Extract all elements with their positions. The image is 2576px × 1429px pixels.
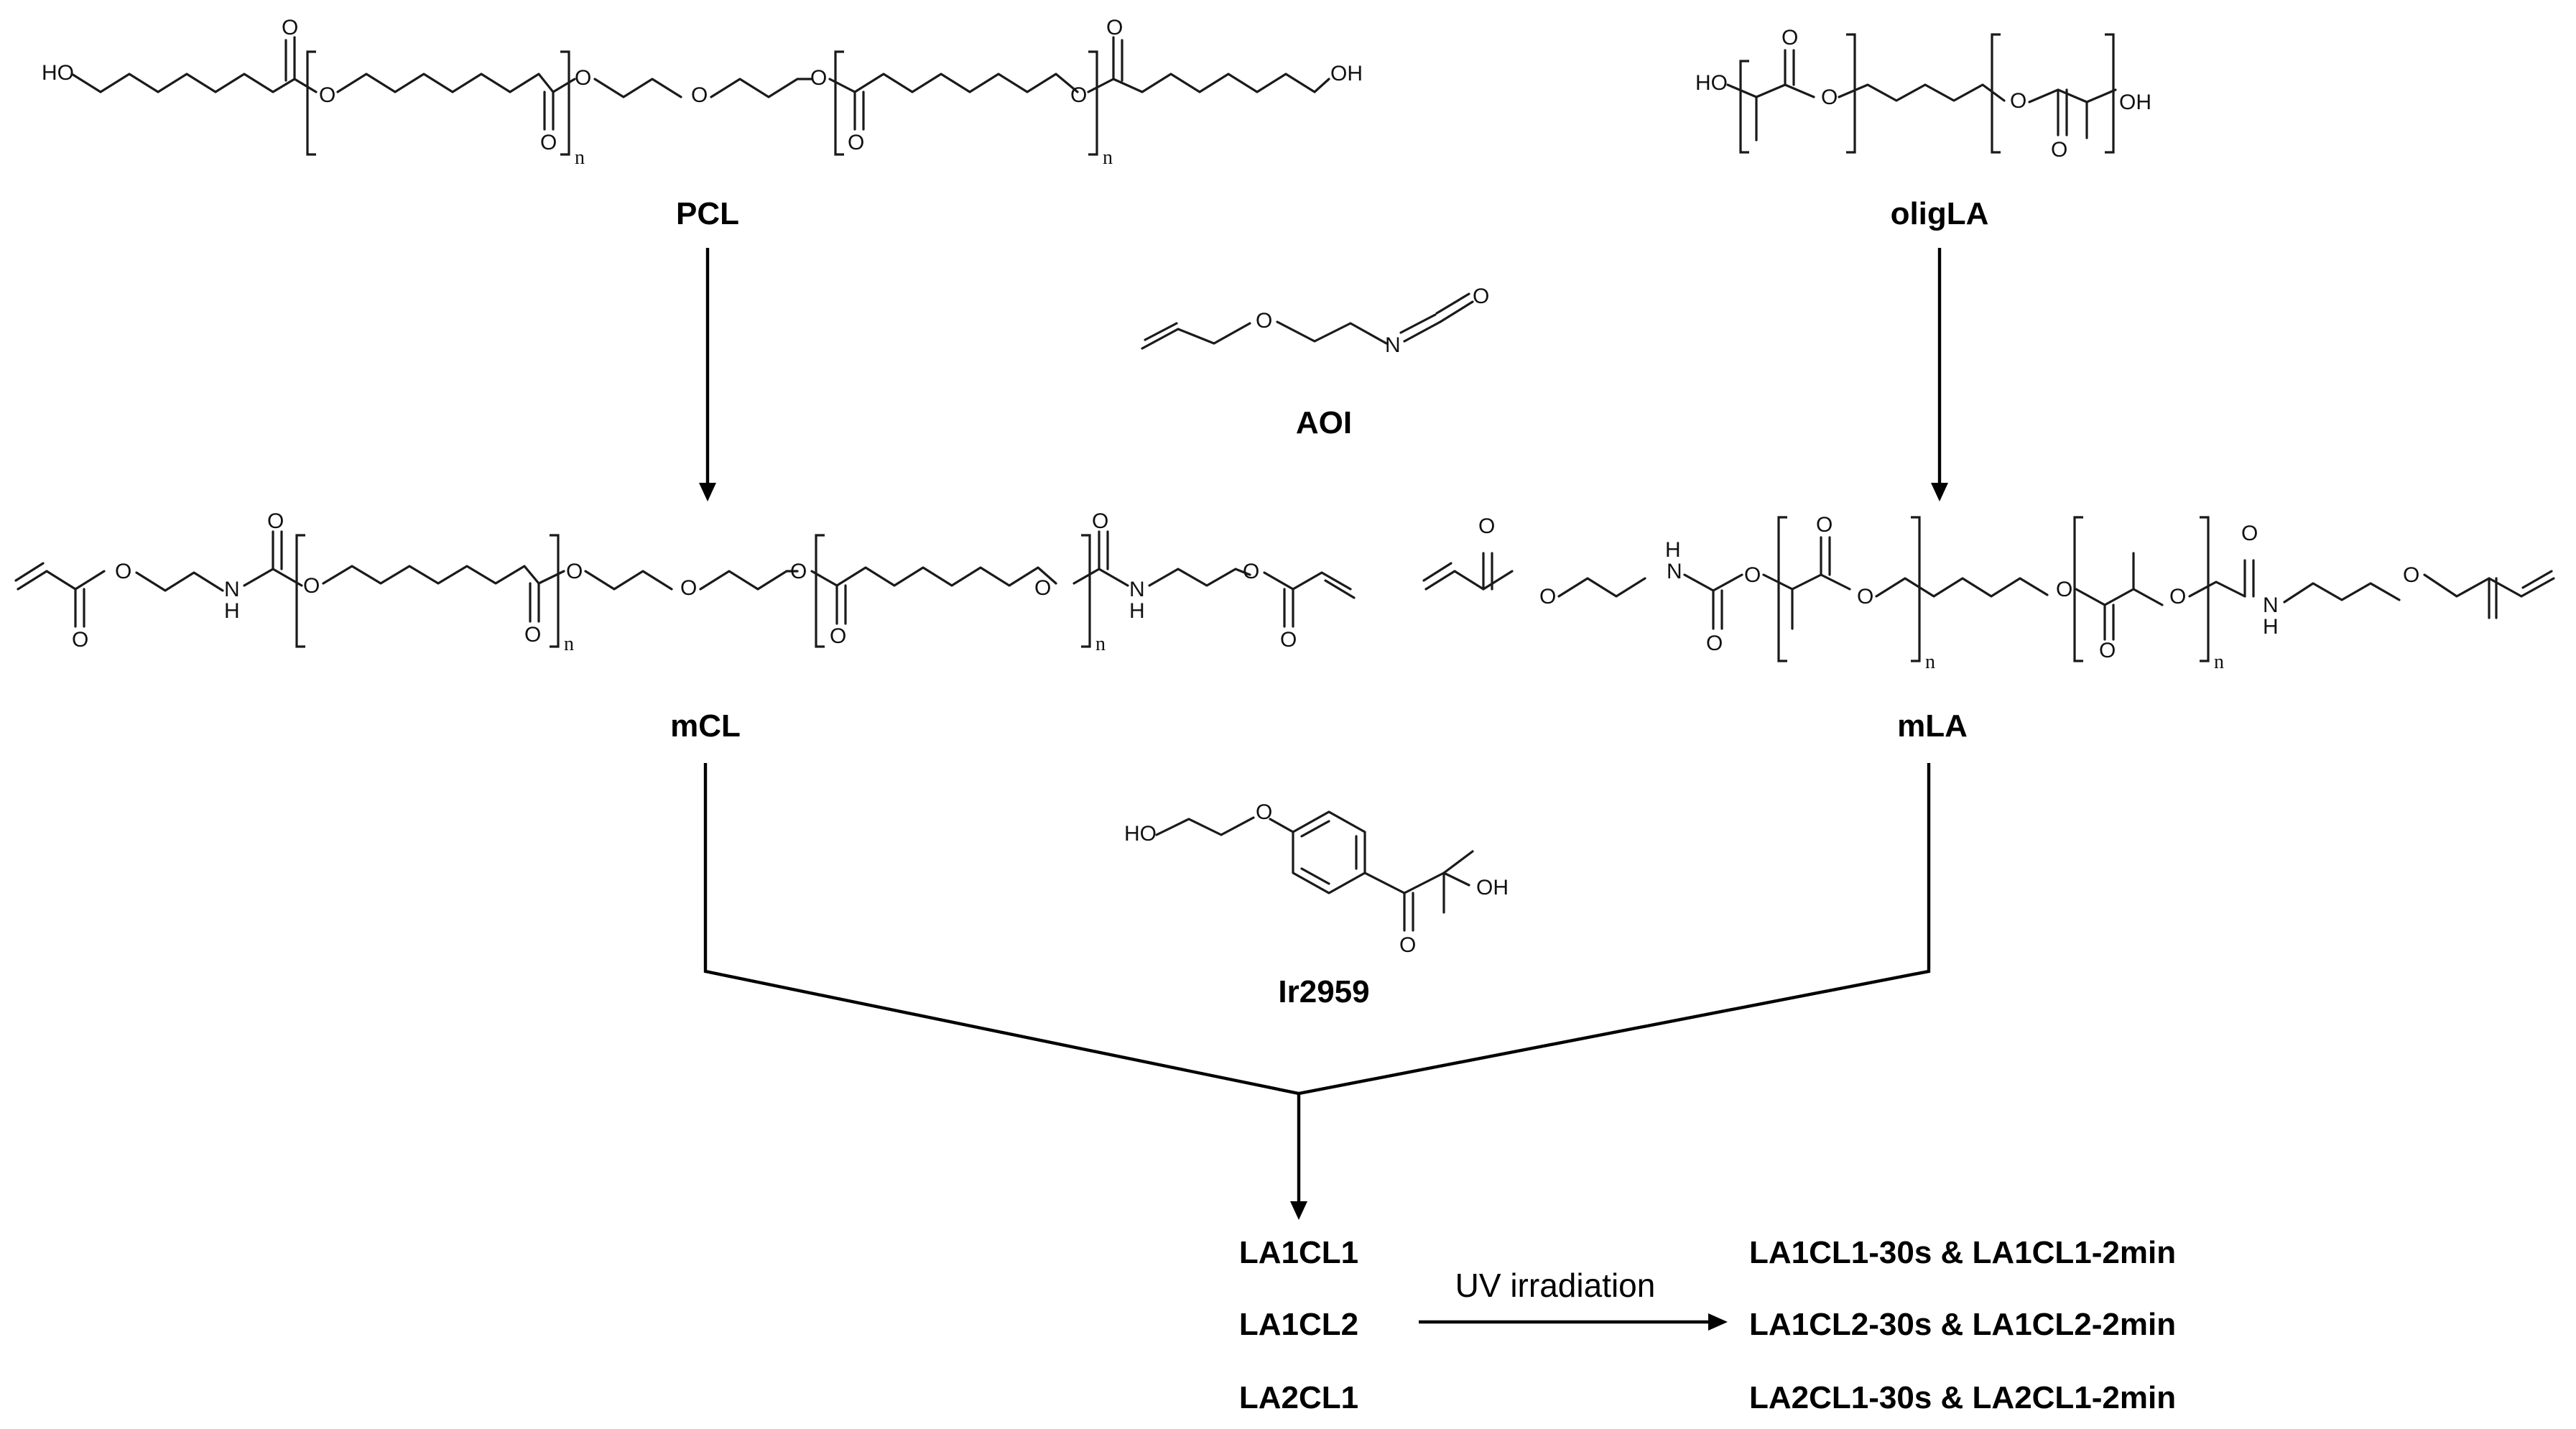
pcl-structure: HO O O O n O O O O O n O OH — [42, 16, 1363, 169]
svg-text:OH: OH — [1476, 876, 1509, 900]
svg-text:N: N — [1667, 560, 1682, 583]
svg-text:O: O — [1821, 85, 1838, 109]
svg-text:N: N — [224, 578, 240, 601]
svg-text:O: O — [680, 576, 697, 600]
mcl-structure: O O N H O O O n O O O O O n O — [14, 509, 1356, 655]
svg-text:O: O — [2403, 563, 2419, 587]
svg-text:H: H — [1665, 538, 1681, 562]
svg-text:N: N — [2263, 593, 2279, 617]
flow-arrows — [699, 248, 1948, 1331]
svg-text:O: O — [1857, 585, 1873, 609]
svg-text:O: O — [303, 574, 320, 598]
svg-text:O: O — [115, 560, 131, 583]
svg-text:O: O — [1243, 560, 1259, 583]
label-oligla: oligLA — [1891, 196, 1989, 231]
product-3: LA2CL1-30s & LA2CL1-2min — [1749, 1380, 2176, 1415]
mla-structure: O O N H O O O O n O O n O O N H — [1422, 513, 2555, 673]
svg-text:H: H — [1129, 599, 1145, 623]
svg-text:O: O — [2241, 522, 2258, 545]
svg-text:O: O — [810, 66, 827, 90]
svg-text:n: n — [575, 147, 585, 169]
label-ir2959: Ir2959 — [1278, 974, 1369, 1009]
svg-text:O: O — [2169, 585, 2186, 609]
arrowhead-pcl-to-mcl — [699, 483, 716, 501]
svg-text:O: O — [1478, 514, 1495, 538]
svg-text:HO: HO — [1124, 822, 1157, 846]
svg-text:O: O — [540, 131, 557, 154]
svg-text:O: O — [319, 83, 335, 107]
svg-text:O: O — [566, 560, 583, 583]
svg-text:O: O — [830, 624, 846, 648]
svg-text:O: O — [1539, 585, 1556, 609]
svg-text:O: O — [790, 560, 807, 583]
svg-text:O: O — [1106, 16, 1123, 40]
svg-text:O: O — [1816, 513, 1833, 537]
svg-text:n: n — [1095, 633, 1106, 655]
formulation-3: LA2CL1 — [1239, 1380, 1358, 1415]
product-1: LA1CL1-30s & LA1CL1-2min — [1749, 1235, 2176, 1270]
svg-text:O: O — [1092, 509, 1108, 533]
svg-text:O: O — [1280, 628, 1297, 652]
product-list: LA1CL1-30s & LA1CL1-2min LA1CL2-30s & LA… — [1749, 1235, 2176, 1415]
svg-text:O: O — [1399, 933, 1416, 957]
svg-text:O: O — [2056, 578, 2072, 601]
svg-text:O: O — [848, 131, 864, 154]
arrowhead-oligla-to-mla — [1931, 483, 1948, 501]
svg-text:O: O — [1070, 83, 1087, 107]
aoi-structure: O N O — [1141, 285, 1489, 357]
ir2959-structure: HO O O OH — [1124, 800, 1509, 957]
label-mla: mLA — [1897, 708, 1968, 744]
svg-text:n: n — [2214, 651, 2224, 673]
svg-text:OH: OH — [2119, 91, 2151, 114]
svg-text:O: O — [72, 628, 88, 652]
svg-text:O: O — [1744, 563, 1761, 587]
svg-text:HO: HO — [42, 61, 74, 85]
svg-text:OH: OH — [1330, 62, 1363, 85]
svg-text:O: O — [1473, 285, 1489, 308]
arrowhead-uv — [1708, 1313, 1728, 1331]
label-aoi: AOI — [1296, 405, 1352, 440]
oligla-structure: HO O O O O OH — [1695, 26, 2151, 162]
label-mcl: mCL — [670, 708, 741, 744]
svg-text:O: O — [1256, 800, 1272, 824]
svg-text:O: O — [2099, 639, 2116, 662]
svg-text:O: O — [1034, 576, 1051, 600]
svg-text:O: O — [267, 509, 284, 533]
label-pcl: PCL — [676, 196, 739, 231]
svg-text:n: n — [1925, 651, 1935, 673]
svg-text:O: O — [2051, 138, 2067, 162]
svg-text:O: O — [524, 623, 541, 647]
svg-text:H: H — [2263, 615, 2279, 639]
svg-text:O: O — [282, 16, 298, 40]
uv-condition-label: UV irradiation — [1455, 1267, 1656, 1304]
svg-text:O: O — [2010, 89, 2026, 113]
formulation-1: LA1CL1 — [1239, 1235, 1358, 1270]
svg-text:O: O — [1782, 26, 1798, 50]
product-2: LA1CL2-30s & LA1CL2-2min — [1749, 1307, 2176, 1342]
svg-text:O: O — [1706, 632, 1723, 655]
svg-text:H: H — [224, 599, 240, 623]
svg-text:n: n — [1103, 147, 1113, 169]
svg-text:O: O — [691, 83, 708, 107]
svg-text:N: N — [1385, 333, 1401, 357]
formulation-list: LA1CL1 LA1CL2 LA2CL1 — [1239, 1235, 1358, 1415]
svg-text:O: O — [575, 66, 591, 90]
formulation-2: LA1CL2 — [1239, 1307, 1358, 1342]
svg-text:HO: HO — [1695, 71, 1728, 95]
svg-text:n: n — [564, 633, 574, 655]
svg-text:O: O — [1256, 309, 1272, 333]
svg-text:N: N — [1129, 578, 1145, 601]
arrowhead-to-formulations — [1290, 1201, 1307, 1220]
